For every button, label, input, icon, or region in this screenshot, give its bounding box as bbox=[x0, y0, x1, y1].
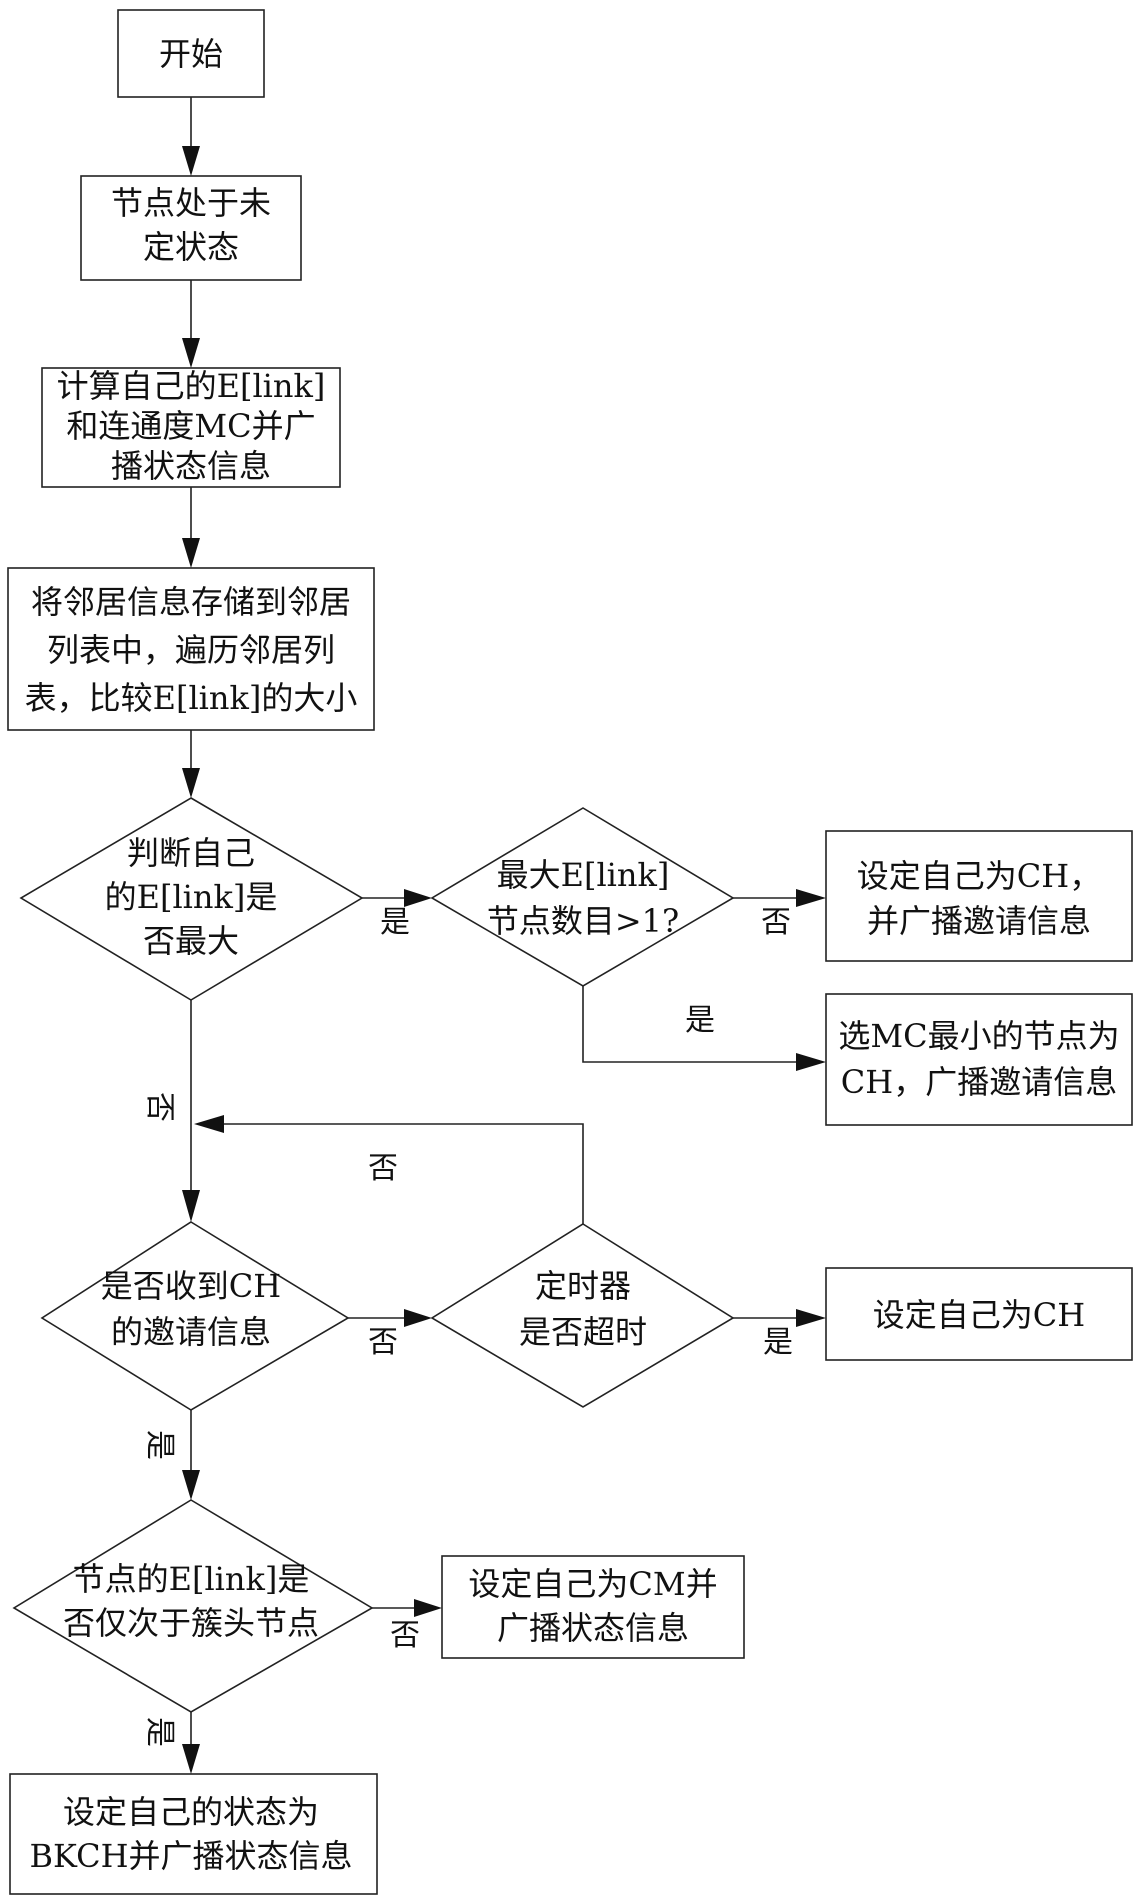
node-second-only-line-1: 节点的E[link]是 bbox=[73, 1560, 310, 1598]
label-second-yes: 是 bbox=[142, 1717, 177, 1747]
label-ismax-no: 否 bbox=[142, 1092, 177, 1122]
label-second-no: 否 bbox=[390, 1618, 420, 1653]
arrowhead bbox=[182, 146, 200, 176]
node-store: 将邻居信息存储到邻居 列表中，遍历邻居列 表，比较E[link]的大小 bbox=[8, 568, 374, 730]
node-set-bkch-line-2: BKCH并广播状态信息 bbox=[30, 1837, 353, 1875]
node-compute-line-2: 和连通度MC并广 bbox=[66, 407, 315, 445]
node-set-cm-line-2: 广播状态信息 bbox=[497, 1609, 689, 1647]
arrowhead bbox=[796, 889, 826, 907]
node-set-cm-line-1: 设定自己为CM并 bbox=[468, 1565, 717, 1603]
node-set-ch-invite: 设定自己为CH， 并广播邀请信息 bbox=[826, 831, 1132, 961]
arrowhead bbox=[182, 1470, 200, 1500]
label-countmax-no: 否 bbox=[761, 905, 791, 940]
node-start-line-1: 开始 bbox=[159, 35, 223, 73]
node-set-ch-line-1: 设定自己为CH bbox=[873, 1296, 1085, 1334]
node-received-invite-line-1: 是否收到CH bbox=[101, 1267, 281, 1305]
node-set-ch-invite-box bbox=[826, 831, 1132, 961]
node-compute-line-1: 计算自己的E[link] bbox=[57, 367, 326, 405]
label-ismax-yes: 是 bbox=[380, 905, 410, 940]
node-set-cm: 设定自己为CM并 广播状态信息 bbox=[442, 1556, 744, 1658]
arrowhead bbox=[796, 1309, 826, 1327]
node-compute-line-3: 播状态信息 bbox=[111, 447, 271, 485]
node-timer-line-2: 是否超时 bbox=[519, 1313, 647, 1351]
node-start: 开始 bbox=[118, 10, 264, 97]
label-countmax-yes: 是 bbox=[685, 1003, 715, 1038]
node-is-max-line-3: 否最大 bbox=[143, 922, 239, 960]
node-second-only-line-2: 否仅次于簇头节点 bbox=[63, 1604, 319, 1642]
arrowhead bbox=[182, 1190, 200, 1222]
arrowhead bbox=[182, 338, 200, 368]
node-set-ch: 设定自己为CH bbox=[826, 1268, 1132, 1360]
arrowhead bbox=[182, 768, 200, 798]
label-timer-no: 否 bbox=[368, 1151, 398, 1186]
node-is-max: 判断自己 的E[link]是 否最大 bbox=[21, 798, 362, 1000]
nodes: 开始 节点处于未 定状态 计算自己的E[link] 和连通度MC并广 播状态信息… bbox=[8, 10, 1132, 1894]
node-count-max-diamond bbox=[432, 808, 733, 986]
arrowhead bbox=[404, 1309, 432, 1327]
node-set-bkch-line-1: 设定自己的状态为 bbox=[63, 1793, 319, 1831]
node-set-ch-invite-line-1: 设定自己为CH， bbox=[857, 857, 1101, 895]
label-received-no: 否 bbox=[368, 1325, 398, 1360]
edge-timer-no-loop bbox=[218, 1124, 583, 1224]
label-received-yes: 是 bbox=[142, 1430, 177, 1460]
node-is-max-line-2: 的E[link]是 bbox=[105, 878, 278, 916]
node-min-mc: 选MC最小的节点为 CH，广播邀请信息 bbox=[826, 994, 1132, 1125]
node-timer-line-1: 定时器 bbox=[535, 1267, 631, 1305]
node-count-max-line-2: 节点数目>1? bbox=[487, 902, 679, 940]
node-is-max-line-1: 判断自己 bbox=[127, 834, 255, 872]
node-received-invite-line-2: 的邀请信息 bbox=[111, 1313, 271, 1351]
node-set-ch-invite-line-2: 并广播邀请信息 bbox=[867, 902, 1091, 940]
node-compute: 计算自己的E[link] 和连通度MC并广 播状态信息 bbox=[42, 367, 340, 487]
arrowhead bbox=[796, 1053, 826, 1071]
node-timer: 定时器 是否超时 bbox=[432, 1224, 733, 1407]
node-undetermined-line-1: 节点处于未 bbox=[111, 184, 271, 222]
node-min-mc-line-2: CH，广播邀请信息 bbox=[841, 1063, 1117, 1101]
node-undetermined-line-2: 定状态 bbox=[143, 228, 239, 266]
node-undetermined: 节点处于未 定状态 bbox=[81, 176, 301, 280]
arrowhead bbox=[182, 538, 200, 568]
node-second-only: 节点的E[link]是 否仅次于簇头节点 bbox=[14, 1500, 372, 1712]
node-min-mc-box bbox=[826, 994, 1132, 1125]
node-min-mc-line-1: 选MC最小的节点为 bbox=[838, 1017, 1119, 1055]
node-received-invite: 是否收到CH 的邀请信息 bbox=[42, 1222, 348, 1410]
arrowhead bbox=[194, 1115, 224, 1133]
arrowhead bbox=[182, 1744, 200, 1774]
node-set-bkch-box bbox=[10, 1774, 377, 1894]
node-store-line-2: 列表中，遍历邻居列 bbox=[47, 631, 335, 669]
node-store-line-1: 将邻居信息存储到邻居 bbox=[31, 583, 351, 621]
node-count-max-line-1: 最大E[link] bbox=[497, 856, 670, 894]
arrowhead bbox=[414, 1599, 442, 1617]
node-store-line-3: 表，比较E[link]的大小 bbox=[25, 679, 358, 717]
node-count-max: 最大E[link] 节点数目>1? bbox=[432, 808, 733, 986]
node-set-bkch: 设定自己的状态为 BKCH并广播状态信息 bbox=[10, 1774, 377, 1894]
label-timer-yes: 是 bbox=[763, 1325, 793, 1360]
